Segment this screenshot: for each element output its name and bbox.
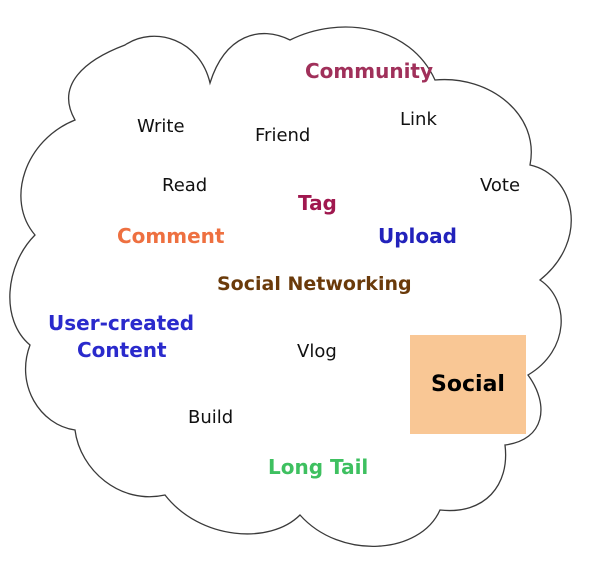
word-long-tail: Long Tail: [268, 455, 369, 479]
word-write: Write: [137, 116, 185, 137]
word-link: Link: [400, 109, 437, 130]
word-vote: Vote: [480, 175, 521, 196]
word-tag: Tag: [298, 191, 337, 215]
word-community: Community: [305, 59, 434, 83]
word-social-networking: Social Networking: [217, 273, 412, 295]
word-user-created-line1: User-created: [48, 311, 195, 335]
word-upload: Upload: [378, 224, 457, 248]
word-friend: Friend: [255, 125, 311, 146]
word-comment: Comment: [117, 224, 225, 248]
word-social: Social: [431, 372, 505, 397]
word-read: Read: [162, 175, 208, 196]
word-build: Build: [188, 407, 234, 428]
word-vlog: Vlog: [297, 341, 337, 362]
social-box: Social: [410, 335, 526, 434]
word-user-created-line2: Content: [77, 338, 167, 362]
